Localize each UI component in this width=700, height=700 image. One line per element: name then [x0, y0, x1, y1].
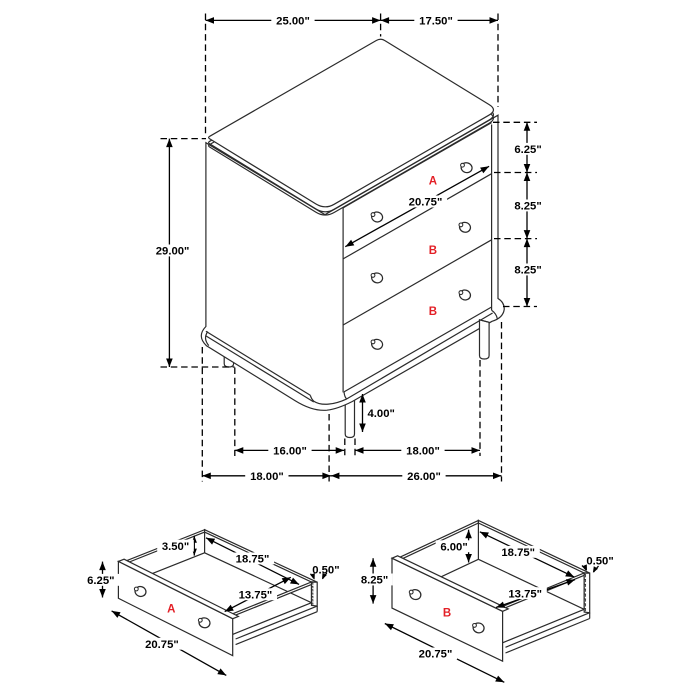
svg-text:0.50": 0.50"	[312, 565, 339, 577]
svg-text:3.50": 3.50"	[162, 541, 189, 553]
svg-text:16.00": 16.00"	[273, 446, 307, 458]
svg-text:13.75": 13.75"	[239, 589, 273, 601]
svg-text:A: A	[429, 176, 437, 188]
svg-text:A: A	[167, 604, 175, 616]
svg-text:20.75": 20.75"	[409, 197, 443, 209]
svg-text:6.00": 6.00"	[440, 541, 467, 553]
svg-text:17.50": 17.50"	[419, 16, 453, 28]
svg-text:18.00": 18.00"	[406, 446, 440, 458]
svg-text:13.75": 13.75"	[508, 588, 542, 600]
svg-text:18.00": 18.00"	[250, 471, 284, 483]
svg-text:8.25": 8.25"	[514, 201, 541, 213]
svg-text:8.25": 8.25"	[361, 575, 388, 587]
svg-text:26.00": 26.00"	[407, 471, 441, 483]
svg-text:8.25": 8.25"	[514, 265, 541, 277]
svg-text:20.75": 20.75"	[145, 639, 179, 651]
svg-text:20.75": 20.75"	[419, 649, 453, 661]
svg-text:29.00": 29.00"	[156, 246, 190, 258]
svg-text:6.25": 6.25"	[87, 575, 114, 587]
svg-text:18.75": 18.75"	[501, 547, 535, 559]
svg-text:B: B	[429, 245, 437, 257]
svg-text:4.00": 4.00"	[368, 408, 395, 420]
svg-text:0.50": 0.50"	[586, 556, 613, 568]
svg-text:6.25": 6.25"	[514, 144, 541, 156]
svg-text:B: B	[443, 608, 451, 620]
svg-text:B: B	[429, 306, 437, 318]
svg-text:25.00": 25.00"	[276, 16, 310, 28]
svg-text:18.75": 18.75"	[236, 554, 270, 566]
